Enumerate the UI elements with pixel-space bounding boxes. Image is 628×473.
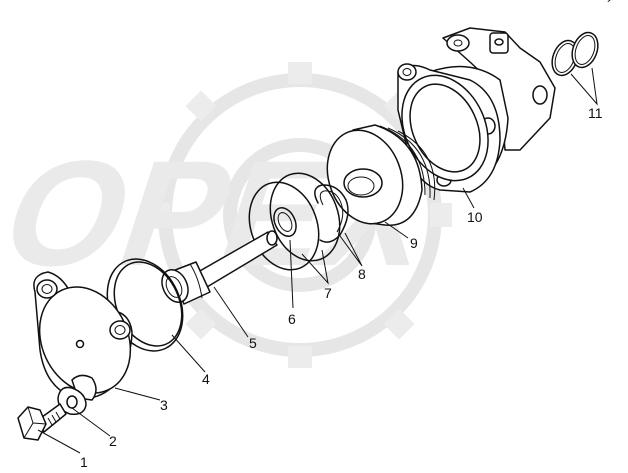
callout-4: 4: [202, 371, 210, 387]
part-6-o-ring-small: [273, 207, 297, 237]
part-1-bolt: [17, 403, 67, 441]
part-8-snap-ring: [314, 184, 349, 243]
part-7-o-ring-large: [248, 172, 341, 271]
part-10-housing: [397, 27, 556, 193]
corner-mark: ´: [607, 0, 612, 13]
callout-labels: 1 2 3 4 5 6 7 8 9 10 11: [80, 105, 603, 470]
callout-1: 1: [80, 454, 88, 470]
callout-11: 11: [588, 105, 603, 121]
callout-7: 7: [324, 285, 332, 301]
callout-3: 3: [160, 397, 168, 413]
part-11-o-rings: [551, 31, 599, 77]
callout-2: 2: [109, 433, 117, 449]
callout-10: 10: [467, 209, 483, 225]
callout-6: 6: [288, 311, 296, 327]
callout-5: 5: [249, 335, 257, 351]
callout-9: 9: [410, 235, 418, 251]
callout-8: 8: [358, 266, 366, 282]
leader-lines: [37, 67, 598, 454]
